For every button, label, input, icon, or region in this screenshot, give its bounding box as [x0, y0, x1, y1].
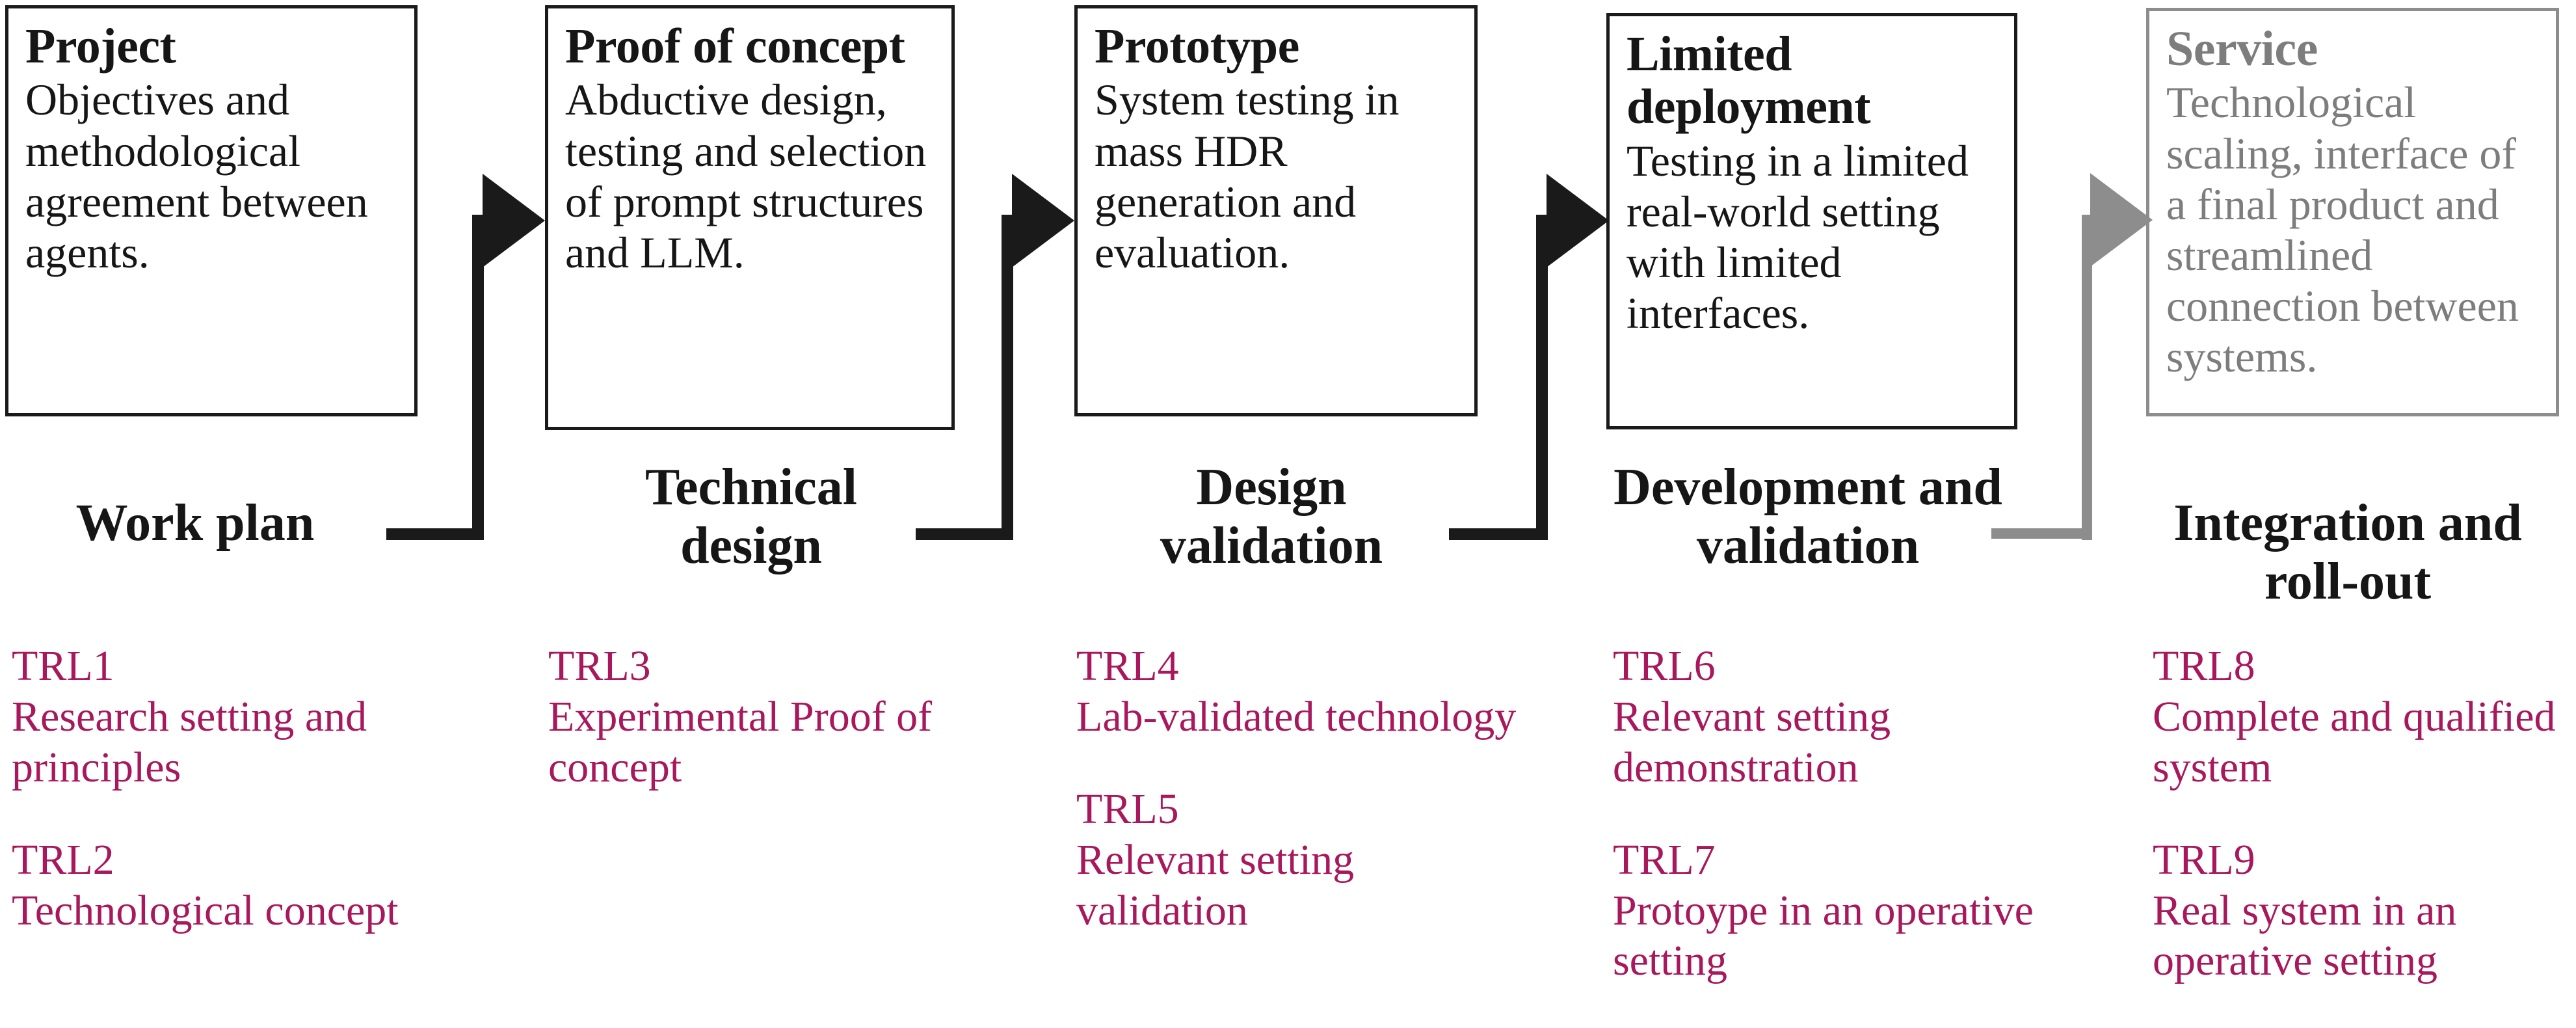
trl-code: TRL4: [1076, 642, 1179, 690]
trl-item: TRL3 Experimental Proof of concept: [548, 641, 1003, 793]
trl-description: Complete and qualified system: [2153, 692, 2556, 791]
trl-item: TRL4 Lab-validated technology: [1076, 641, 1532, 742]
milestone-label-work-plan: Work plan: [26, 494, 364, 553]
trl-code: TRL9: [2153, 835, 2255, 884]
trl-item: TRL9 Real system in an operative setting: [2153, 835, 2576, 987]
connector-arrow-design-validation: [1449, 174, 1638, 547]
stage-box-service: Service Technological scaling, interface…: [2146, 8, 2559, 416]
stage-box-proof-of-concept: Proof of concept Abductive design, testi…: [545, 5, 955, 430]
connector-vertical-segment: [2082, 215, 2092, 540]
milestone-label-integration-and-roll-out: Integration and roll-out: [2140, 494, 2556, 611]
stage-box-prototype: Prototype System testing in mass HDR gen…: [1074, 5, 1478, 416]
stage-description: Technological scaling, interface of a fi…: [2166, 77, 2519, 382]
connector-vertical-segment: [472, 215, 484, 540]
trl-column-4: TRL6 Relevant setting demonstration TRL7…: [1613, 641, 2068, 1028]
trl-code: TRL7: [1613, 835, 1716, 884]
trl-item: TRL6 Relevant setting demonstration: [1613, 641, 2068, 793]
trl-description: Real system in an operative setting: [2153, 886, 2457, 985]
trl-column-1: TRL1 Research setting and principles TRL…: [12, 641, 467, 977]
trl-description: Technological concept: [12, 886, 399, 934]
milestone-label-design-validation: Design validation: [1106, 459, 1437, 575]
stage-description: Objectives and methodological agreement …: [25, 75, 368, 277]
stage-description: Testing in a limited real-world setting …: [1627, 135, 1969, 338]
trl-item: TRL8 Complete and qualified system: [2153, 641, 2576, 793]
connector-horizontal-segment: [1449, 528, 1548, 540]
stage-description: System testing in mass HDR generation an…: [1095, 75, 1400, 277]
connector-arrow-work-plan: [386, 174, 568, 547]
stage-description: Abductive design, testing and selection …: [565, 75, 927, 277]
connector-vertical-segment: [1536, 215, 1548, 540]
stage-title: Project: [25, 19, 176, 74]
trl-code: TRL3: [548, 642, 651, 690]
stage-box-limited-deployment: Limited deployment Testing in a limited …: [1606, 13, 2017, 429]
trl-item: TRL1 Research setting and principles: [12, 641, 467, 793]
trl-column-2: TRL3 Experimental Proof of concept: [548, 641, 1003, 835]
trl-description: Experimental Proof of concept: [548, 692, 933, 791]
connector-vertical-segment: [1002, 215, 1013, 540]
connector-arrow-development-and-validation: [1991, 173, 2180, 547]
connector-arrow-technical-design: [916, 174, 1098, 547]
trl-item: TRL2 Technological concept: [12, 835, 467, 936]
arrowhead-icon: [1012, 174, 1074, 267]
stage-title: Proof of concept: [565, 19, 905, 74]
trl-item: TRL5 Relevant setting validation: [1076, 784, 1532, 936]
trl-code: TRL2: [12, 835, 114, 884]
arrowhead-icon: [1547, 174, 1609, 267]
connector-horizontal-segment: [916, 528, 1013, 540]
stage-title: Limited deployment: [1627, 27, 1871, 135]
trl-column-3: TRL4 Lab-validated technology TRL5 Relev…: [1076, 641, 1532, 977]
trl-code: TRL6: [1613, 642, 1716, 690]
trl-item: TRL7 Protoype in an operative setting: [1613, 835, 2068, 987]
milestone-text: Technical design: [645, 459, 857, 575]
trl-description: Research setting and principles: [12, 692, 367, 791]
milestone-text: Integration and roll-out: [2173, 494, 2522, 610]
trl-description: Relevant setting validation: [1076, 835, 1355, 934]
arrowhead-icon: [483, 174, 545, 267]
milestone-text: Work plan: [75, 494, 315, 552]
trl-code: TRL1: [12, 642, 114, 690]
milestone-text: Development and validation: [1613, 459, 2002, 575]
trl-code: TRL5: [1076, 785, 1179, 833]
stage-box-project: Project Objectives and methodological ag…: [5, 5, 418, 416]
trl-column-5: TRL8 Complete and qualified system TRL9 …: [2153, 641, 2576, 1028]
trl-code: TRL8: [2153, 642, 2255, 690]
connector-horizontal-segment: [386, 528, 484, 540]
arrowhead-icon: [2090, 173, 2153, 267]
stage-title: Service: [2166, 21, 2318, 76]
trl-description: Protoype in an operative setting: [1613, 886, 2034, 985]
milestone-text: Design validation: [1160, 459, 1383, 575]
trl-description: Lab-validated technology: [1076, 692, 1517, 740]
stage-title: Prototype: [1095, 19, 1299, 74]
trl-description: Relevant setting demonstration: [1613, 692, 1891, 791]
connector-horizontal-segment: [1991, 528, 2092, 539]
milestone-label-technical-design: Technical design: [585, 459, 917, 575]
milestone-label-development-and-validation: Development and validation: [1593, 459, 2023, 575]
